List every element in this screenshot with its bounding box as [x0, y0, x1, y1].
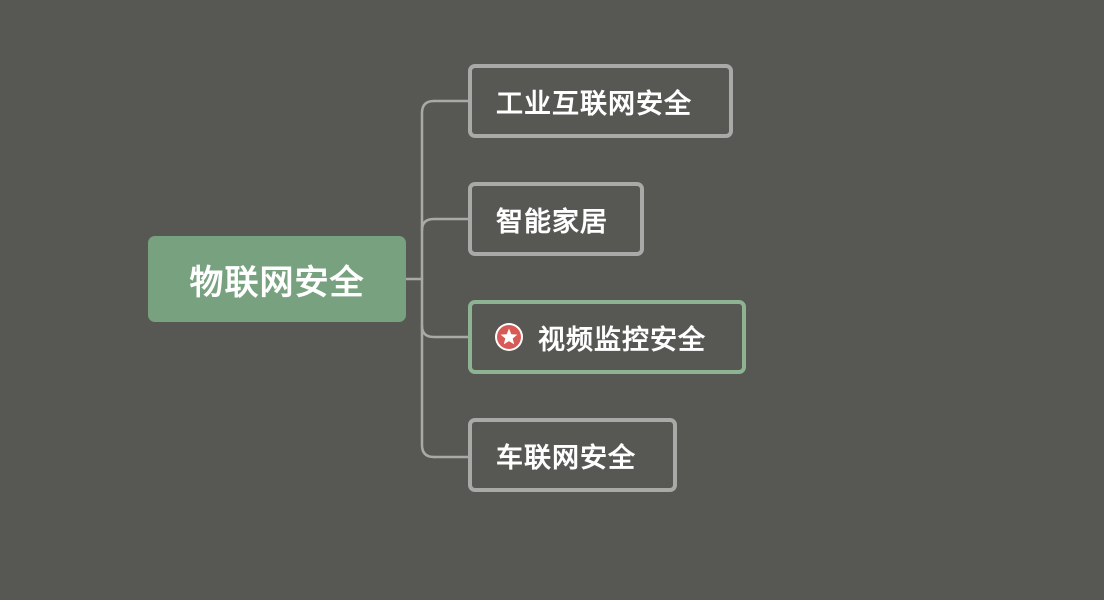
connector-spine [420, 99, 436, 459]
topic-node-vehicle-network-security[interactable]: 车联网安全 [468, 418, 677, 492]
connector-child-2 [420, 217, 472, 232]
root-topic-node[interactable]: 物联网安全 [148, 236, 406, 322]
topic-node-smart-home[interactable]: 智能家居 [468, 182, 644, 256]
topic-label: 车联网安全 [496, 442, 636, 474]
topic-node-video-surveillance-security[interactable]: 视频监控安全 [468, 300, 746, 374]
topic-label: 智能家居 [496, 206, 608, 238]
topic-label: 视频监控安全 [538, 324, 706, 356]
topic-node-industrial-internet-security[interactable]: 工业互联网安全 [468, 64, 733, 138]
root-topic-label: 物联网安全 [189, 262, 365, 303]
connector-child-3 [420, 324, 472, 339]
topic-label: 工业互联网安全 [496, 88, 692, 120]
star-icon [494, 322, 524, 352]
